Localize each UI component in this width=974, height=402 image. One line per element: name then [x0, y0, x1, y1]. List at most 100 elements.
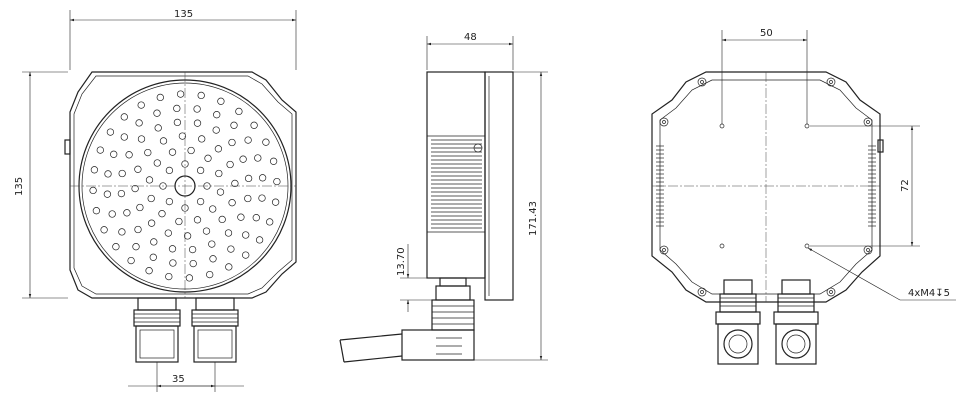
perforation-hole: [262, 138, 270, 146]
perforation-hole: [134, 225, 142, 234]
front-view: 135 135 35: [14, 9, 297, 392]
thread-callout: 4xM4↧5: [908, 288, 950, 299]
perforation-hole: [217, 97, 225, 105]
perforation-hole: [239, 155, 247, 163]
perforation-hole: [244, 136, 252, 144]
front-connector-left: [133, 297, 181, 363]
perforation-hole: [273, 177, 281, 186]
perforation-hole: [120, 133, 128, 141]
perforation-hole: [150, 238, 158, 246]
perforation-hole: [269, 157, 278, 165]
rear-connector-right: [773, 279, 819, 365]
perforation-hole: [127, 256, 135, 265]
perforation-hole: [168, 148, 177, 156]
perforation-hole: [131, 184, 139, 193]
perforation-hole: [183, 232, 192, 240]
perforation-hole: [228, 199, 236, 207]
perforation-hole: [137, 135, 146, 143]
perforation-hole: [202, 227, 211, 235]
perforation-hole: [189, 259, 197, 268]
perforation-hole: [178, 132, 187, 140]
perforation-hole: [197, 91, 205, 100]
perforation-hole: [108, 210, 116, 218]
corner-holes: [659, 77, 873, 297]
side-view: 48 171.43 13.70: [339, 32, 548, 363]
perforation-hole: [89, 186, 97, 195]
perforation-hole: [208, 240, 216, 248]
perforation-hole: [188, 245, 197, 254]
perforation-pattern: [89, 90, 281, 282]
perforation-hole: [209, 255, 217, 263]
perforation-hole: [106, 128, 115, 136]
perforation-hole: [112, 243, 120, 251]
perforation-hole: [237, 213, 245, 221]
perforation-hole: [244, 194, 252, 203]
perforation-hole: [258, 194, 266, 202]
perforation-hole: [213, 111, 221, 119]
perforation-hole: [149, 253, 157, 261]
dim-side-depth: 48: [464, 32, 477, 43]
perforation-hole: [165, 166, 174, 175]
perforation-hole: [254, 154, 262, 162]
perforation-hole: [92, 207, 101, 215]
front-connector-right: [191, 297, 239, 363]
perforation-hole: [226, 160, 234, 169]
perforation-hole: [164, 229, 172, 237]
rear-view: 50 72 4xM4↧5: [651, 28, 956, 365]
perforation-hole: [125, 151, 133, 159]
perforation-hole: [154, 124, 162, 132]
perforation-hole: [168, 245, 177, 253]
perforation-hole: [134, 165, 142, 173]
perforation-hole: [216, 188, 225, 196]
side-grip-right: [868, 145, 876, 227]
perforation-hole: [173, 118, 182, 127]
perforation-hole: [187, 146, 195, 155]
perforation-hole: [206, 270, 214, 279]
perforation-hole: [242, 251, 250, 259]
perforation-hole: [185, 274, 194, 282]
perforation-hole: [218, 215, 226, 224]
dim-front-height: 135: [14, 177, 25, 196]
perforation-hole: [255, 236, 264, 244]
perforation-hole: [120, 113, 128, 121]
perforation-hole: [147, 219, 156, 227]
perforation-hole: [193, 216, 202, 224]
perforation-hole: [175, 217, 183, 226]
perforation-hole: [193, 119, 202, 127]
perforation-hole: [137, 101, 145, 109]
perforation-hole: [215, 169, 223, 178]
perforation-hole: [117, 189, 126, 198]
perforation-hole: [165, 197, 174, 206]
perforation-hole: [100, 226, 108, 234]
perforation-hole: [196, 166, 205, 175]
perforation-hole: [118, 169, 126, 178]
dim-rear-hole-y: 72: [900, 179, 911, 192]
dim-front-width: 135: [174, 9, 193, 20]
dim-connector-spacing: 35: [172, 374, 185, 385]
perforation-hole: [145, 176, 154, 184]
perforation-hole: [169, 259, 177, 267]
perforation-hole: [258, 174, 267, 182]
perforation-hole: [144, 148, 152, 157]
dim-cable-offset: 13.70: [396, 247, 407, 276]
perforation-hole: [135, 119, 143, 127]
perforation-hole: [250, 121, 258, 129]
perforation-hole: [271, 198, 280, 206]
perforation-hole: [165, 272, 173, 281]
perforation-hole: [235, 107, 243, 116]
perforation-hole: [242, 231, 250, 239]
perforation-hole: [156, 93, 164, 102]
perforation-hole: [176, 90, 185, 98]
perforation-hole: [196, 197, 205, 206]
perforation-hole: [231, 179, 239, 188]
perforation-hole: [266, 218, 274, 226]
perforation-hole: [224, 229, 233, 237]
perforation-hole: [198, 135, 206, 143]
perforation-hole: [204, 154, 212, 162]
perforation-hole: [209, 205, 217, 213]
perforation-hole: [225, 263, 233, 271]
perforation-hole: [214, 145, 223, 153]
perforation-hole: [230, 121, 238, 129]
perforation-hole: [173, 104, 181, 113]
